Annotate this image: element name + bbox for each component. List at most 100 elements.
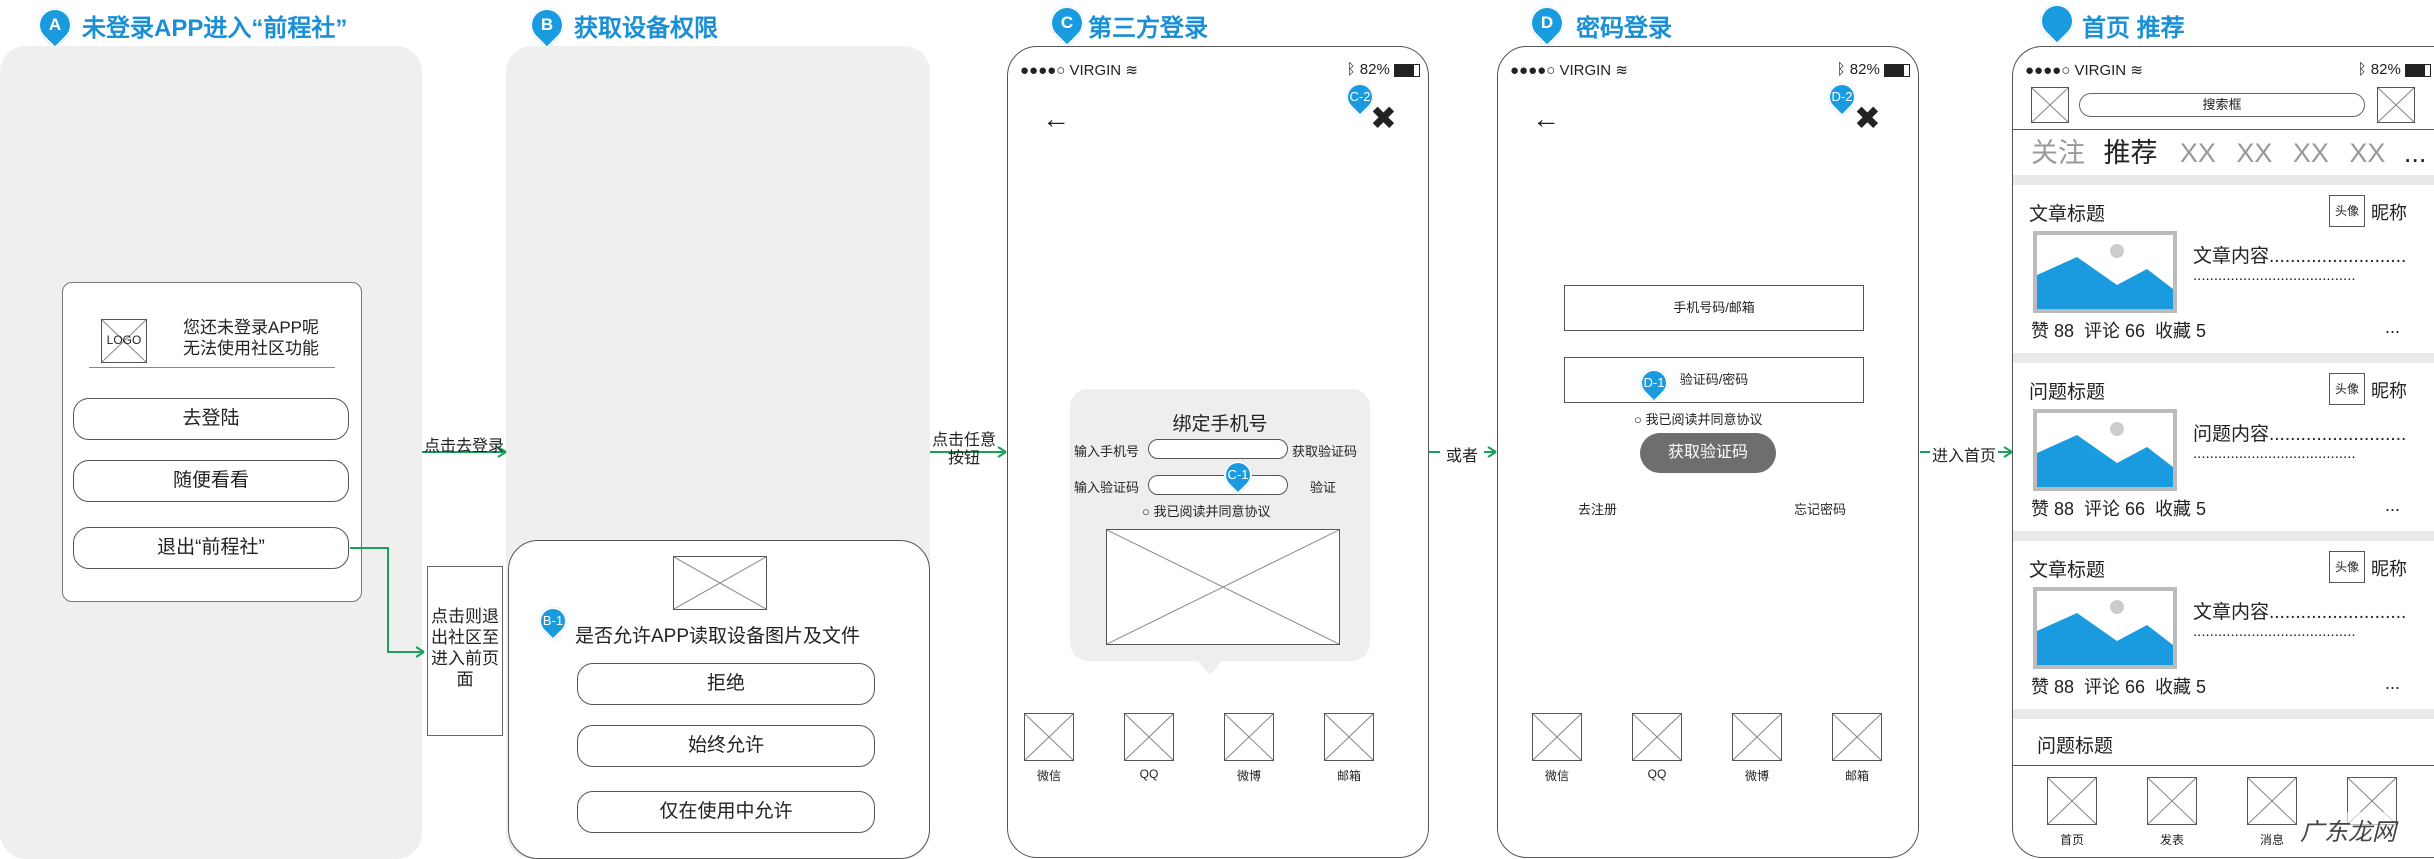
- card-stats: 赞 88 评论 66 收藏 5: [2031, 499, 2207, 519]
- battery-icon: [1884, 63, 1910, 77]
- bind-phone-title: 绑定手机号: [1172, 414, 1268, 435]
- article-image: [2033, 409, 2177, 491]
- card-content: 文章内容..........................: [2193, 602, 2407, 623]
- tab-xx-3[interactable]: XX: [2292, 138, 2329, 168]
- social-qq[interactable]: QQ: [1632, 713, 1682, 781]
- section-e-title: 首页 推荐: [2082, 15, 2185, 42]
- bottom-nav-divider: [2013, 765, 2434, 766]
- agree-checkbox[interactable]: ○ 我已阅读并同意协议: [1634, 412, 1763, 427]
- code-pin: C-1: [1218, 455, 1258, 495]
- any-button-label: 点击任意 按钮: [932, 432, 997, 467]
- carrier-label: ●●●●○ VIRGIN ≋: [2025, 62, 2143, 79]
- social-qq[interactable]: QQ: [1124, 713, 1174, 781]
- phone-input[interactable]: [1148, 439, 1288, 459]
- register-link[interactable]: 去注册: [1578, 502, 1618, 517]
- home-icon: [2047, 777, 2097, 825]
- post-icon: [2147, 777, 2197, 825]
- carrier-label: ●●●●○ VIRGIN ≋: [1020, 62, 1138, 79]
- social-email[interactable]: 邮箱: [1832, 713, 1882, 784]
- card-more[interactable]: ...: [2385, 673, 2401, 693]
- watermark: 广东龙网: [2300, 812, 2396, 847]
- bluetooth-icon: ᛒ: [1836, 61, 1846, 78]
- allow-while-using-button[interactable]: 仅在使用中允许: [577, 791, 875, 833]
- back-arrow-icon[interactable]: ←: [1532, 103, 1560, 134]
- deny-button[interactable]: 拒绝: [577, 663, 875, 705]
- feed-card[interactable]: 文章标题 头像 昵称 文章内容.........................…: [2013, 185, 2434, 353]
- battery-status: ᛒ 82%: [1837, 61, 1910, 78]
- social-weibo[interactable]: 微博: [1732, 713, 1782, 784]
- tab-more[interactable]: ...: [2403, 138, 2427, 168]
- agree-checkbox[interactable]: ○ 我已阅读并同意协议: [1142, 504, 1271, 519]
- tab-follow[interactable]: 关注: [2031, 138, 2085, 168]
- nav-home[interactable]: 首页: [2047, 777, 2097, 848]
- always-allow-button[interactable]: 始终允许: [577, 725, 875, 767]
- bluetooth-icon: ᛒ: [2357, 61, 2367, 78]
- close-icon[interactable]: ✖: [1854, 100, 1881, 136]
- avatar: 头像: [2329, 195, 2365, 227]
- wechat-icon: [1024, 713, 1074, 761]
- nav-messages[interactable]: 消息: [2247, 777, 2297, 848]
- back-arrow-icon[interactable]: ←: [1042, 103, 1070, 134]
- search-input[interactable]: 搜索框: [2079, 93, 2365, 117]
- to-login-label: 点击去登录: [424, 438, 505, 455]
- section-b-title: 获取设备权限: [574, 15, 718, 42]
- weibo-icon: [1732, 713, 1782, 761]
- qq-icon: [1124, 713, 1174, 761]
- scan-placeholder-icon[interactable]: [2377, 87, 2415, 123]
- tab-xx-2[interactable]: XX: [2236, 138, 2273, 168]
- get-code-button[interactable]: 获取验证码: [1640, 433, 1776, 473]
- phone-third-party-login: ●●●●○ VIRGIN ≋ ᛒ 82% ← C-2 ✖ 绑定手机号 输入手机号…: [1007, 46, 1429, 858]
- logo-placeholder: LOGO: [101, 319, 147, 363]
- nav-post[interactable]: 发表: [2147, 777, 2197, 848]
- browse-button[interactable]: 随便看看: [73, 460, 349, 502]
- tab-recommend[interactable]: 推荐: [2103, 138, 2158, 168]
- image-placeholder: [673, 556, 767, 610]
- password-input[interactable]: 验证码/密码: [1564, 357, 1864, 403]
- social-wechat[interactable]: 微信: [1024, 713, 1074, 784]
- tab-xx-1[interactable]: XX: [2179, 138, 2216, 168]
- card-more[interactable]: ...: [2385, 317, 2401, 337]
- nickname: 昵称: [2371, 381, 2407, 401]
- qq-icon: [1632, 713, 1682, 761]
- close-icon[interactable]: ✖: [1370, 100, 1397, 136]
- verify-link[interactable]: 验证: [1310, 480, 1337, 495]
- get-code-link[interactable]: 获取验证码: [1292, 444, 1358, 459]
- enter-home-label: 进入首页: [1932, 448, 1997, 465]
- radio-icon: ○: [1142, 504, 1150, 519]
- radio-icon: ○: [1634, 412, 1642, 427]
- or-label: 或者: [1446, 448, 1479, 465]
- login-prompt-dialog: LOGO 您还未登录APP呢 无法使用社区功能 去登陆 随便看看 退出“前程社”: [62, 282, 362, 602]
- phone-label: 输入手机号: [1074, 444, 1140, 459]
- card-more[interactable]: ...: [2385, 495, 2401, 515]
- social-weibo[interactable]: 微博: [1224, 713, 1274, 784]
- card-content-more: .......................................: [2193, 267, 2356, 284]
- menu-placeholder-icon[interactable]: [2031, 87, 2069, 123]
- social-wechat[interactable]: 微信: [1532, 713, 1582, 784]
- last-card-title[interactable]: 问题标题: [2037, 736, 2114, 757]
- section-d-title: 密码登录: [1576, 15, 1672, 42]
- exit-app-button[interactable]: 退出“前程社”: [73, 527, 349, 569]
- login-prompt-message: 您还未登录APP呢 无法使用社区功能: [182, 318, 320, 358]
- forgot-password-link[interactable]: 忘记密码: [1794, 502, 1847, 517]
- card-divider: [2013, 709, 2434, 719]
- card-content-more: .......................................: [2193, 445, 2356, 462]
- feed-card[interactable]: 文章标题 头像 昵称 文章内容.........................…: [2013, 541, 2434, 709]
- account-input[interactable]: 手机号码/邮箱: [1564, 285, 1864, 331]
- wifi-icon: ≋: [2130, 62, 2143, 79]
- password-pin: D-1: [1634, 363, 1674, 403]
- card-stats: 赞 88 评论 66 收藏 5: [2031, 677, 2207, 697]
- exit-note-text: 点击则退出社区至进入前页面: [431, 607, 499, 689]
- status-bar: ●●●●○ VIRGIN ≋ ᛒ 82%: [2013, 61, 2434, 81]
- go-login-button[interactable]: 去登陆: [73, 398, 349, 440]
- tab-xx-4[interactable]: XX: [2349, 138, 2386, 168]
- wifi-icon: ≋: [1125, 62, 1138, 79]
- social-email[interactable]: 邮箱: [1324, 713, 1374, 784]
- feed-card[interactable]: 问题标题 头像 昵称 问题内容.........................…: [2013, 363, 2434, 531]
- battery-status: ᛒ 82%: [1347, 61, 1420, 78]
- card-divider: [2013, 353, 2434, 363]
- code-input[interactable]: [1148, 475, 1288, 495]
- dialog-divider: [89, 367, 335, 368]
- nickname: 昵称: [2371, 559, 2407, 579]
- card-content: 文章内容..........................: [2193, 246, 2407, 267]
- card-divider: [2013, 531, 2434, 541]
